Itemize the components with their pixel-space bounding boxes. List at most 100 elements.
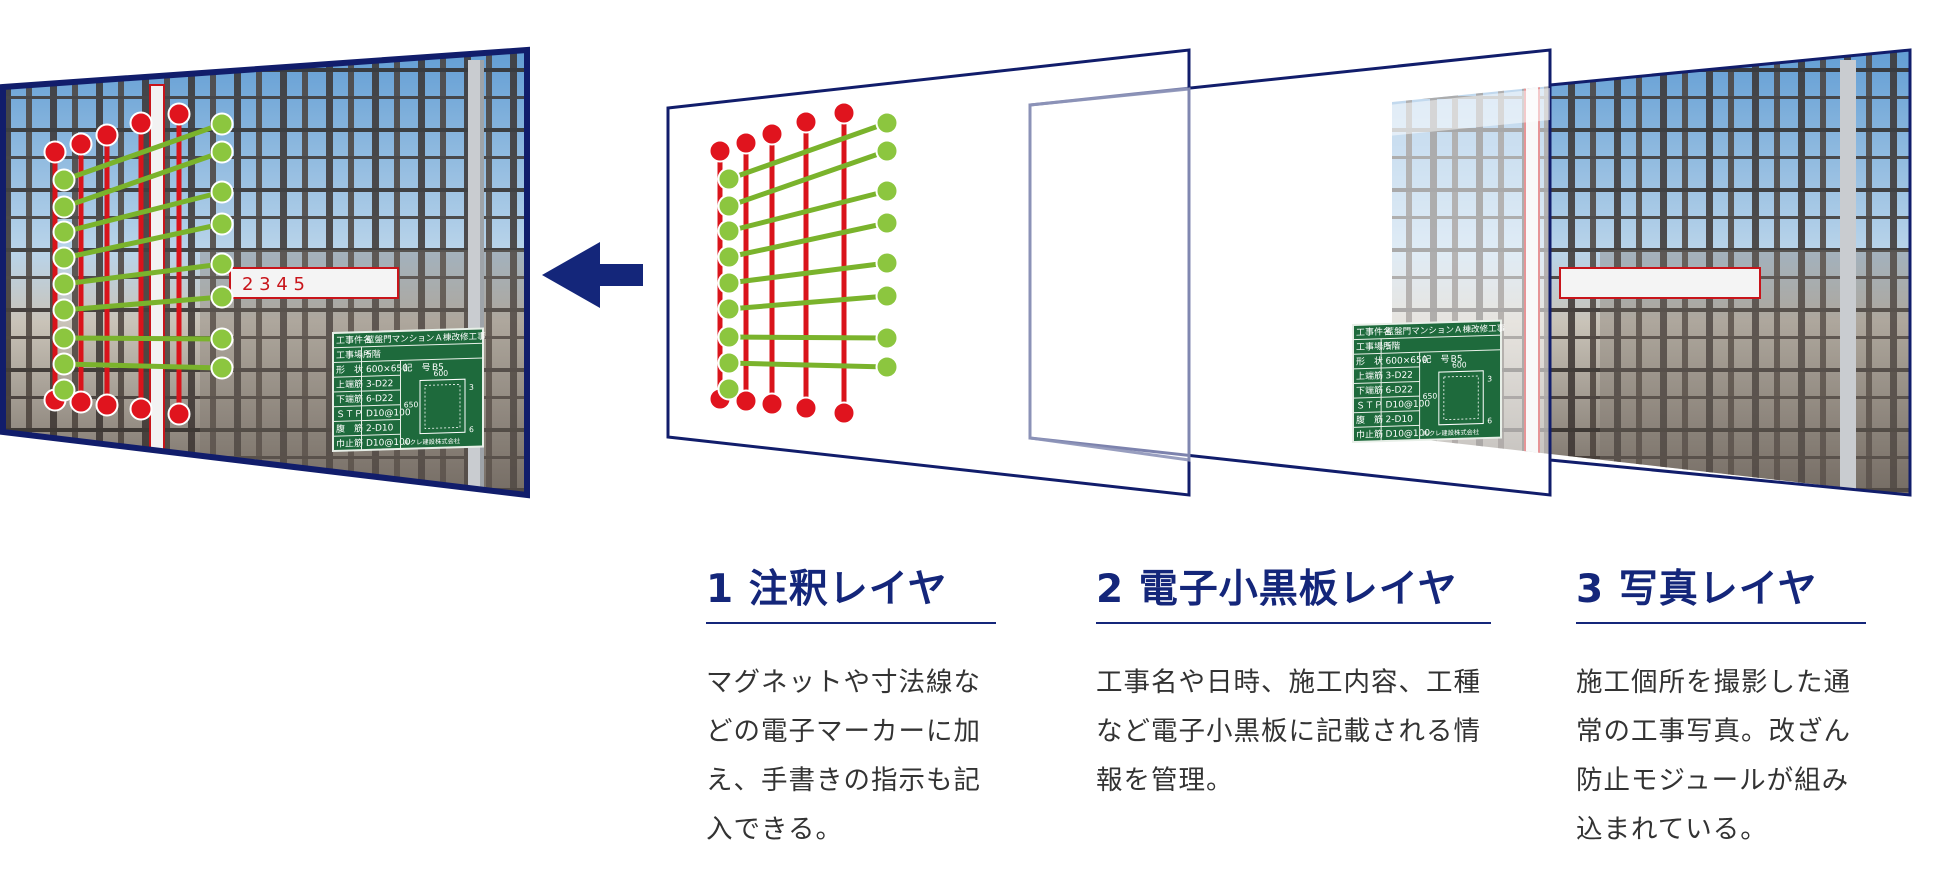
blackboard-label: 上端筋 [336,378,363,391]
dimension-label: 3 [1487,374,1492,383]
magnet-marker [719,169,740,190]
layer-title: 3 写真レイヤ [1576,558,1866,624]
magnet-marker [834,103,855,124]
blackboard-label: 下端筋 [336,393,363,406]
magnet-marker [212,287,233,308]
magnet-marker [762,394,783,415]
magnet-marker [97,395,118,416]
magnet-marker [877,181,898,202]
dimension-label: 6 [469,425,474,434]
blackboard-label: 上端筋 [1356,370,1383,383]
blackboard-label: ＳＴＰ [1356,401,1383,412]
blackboard-label: 形 状 [1356,355,1383,368]
magnet-marker [54,300,75,321]
blackboard-value: 3-D22 [366,379,393,390]
blackboard-label: 腹 筋 [1356,413,1383,426]
blackboard-value: D10@100 [366,408,411,419]
blackboard-value: 6-D22 [1386,385,1413,396]
magnet-marker [796,398,817,419]
magnet-marker [97,125,118,146]
magnet-marker [212,214,233,235]
blackboard-label: 腹 筋 [336,422,363,435]
svg-text:2 3 4 5: 2 3 4 5 [242,274,305,295]
blackboard-value: 5階 [1386,341,1401,352]
blackboard-value: 5階 [366,349,381,360]
blackboard-label: 下端筋 [1356,384,1383,397]
magnet-marker [719,247,740,268]
magnet-marker [719,196,740,217]
dimension-label: 600 [434,369,449,378]
blackboard-value: 2-D10 [366,423,394,434]
blackboard-label: 記 号 [404,361,431,374]
blackboard-value: 600×650 [366,364,408,375]
magnet-marker [71,134,92,155]
blackboard-value: 2-D10 [1386,414,1414,425]
magnet-marker [169,104,190,125]
magnet-marker [719,327,740,348]
magnet-marker [834,403,855,424]
magnet-marker [212,114,233,135]
layer-description: 施工個所を撮影した通常の工事写真。改ざん防止モジュールが組み込まれている。 [1576,658,1866,854]
blackboard-value: 6-D22 [366,394,393,405]
annotation-layer-panel [668,50,1189,495]
magnet-marker [877,357,898,378]
magnet-marker [719,221,740,242]
magnet-marker [212,142,233,163]
magnet-marker [719,273,740,294]
magnet-marker [212,254,233,275]
layer-title: 2 電子小黒板レイヤ [1096,558,1491,624]
magnet-marker [212,358,233,379]
magnet-marker [212,182,233,203]
magnet-marker [54,354,75,375]
magnet-marker [719,379,740,400]
magnet-marker [736,133,757,154]
blackboard-label: 巾止筋 [1356,428,1383,441]
blackboard-value: D10@100 [1386,399,1431,410]
dimension-label: 650 [404,400,419,409]
layer-title: 1 注釈レイヤ [706,558,996,624]
dimension-label: 3 [469,383,474,392]
magnet-marker [54,170,75,191]
magnet-marker [719,299,740,320]
blackboard-label: 形 状 [336,363,363,376]
magnet-marker [45,142,66,163]
magnet-marker [877,253,898,274]
magnet-marker [877,328,898,349]
magnet-marker [54,197,75,218]
magnet-marker [131,113,152,134]
layer-description: 工事名や日時、施工内容、工種など電子小黒板に記載される情報を管理。 [1096,658,1491,805]
dimension-line [64,338,222,339]
magnet-marker [796,112,817,133]
dimension-label: 650 [1423,392,1438,401]
magnet-marker [212,329,233,350]
magnet-marker [54,380,75,401]
magnet-marker [54,328,75,349]
magnet-marker [54,248,75,269]
layer-description: マグネットや寸法線などの電子マーカーに加え、手書きの指示も記入できる。 [706,658,996,854]
blackboard-value: 3-D22 [1386,371,1413,382]
blackboard-label: 巾止筋 [336,437,363,450]
blackboard-value: 600×650 [1386,356,1428,367]
magnet-marker [762,124,783,145]
dimension-line [729,337,887,338]
blackboard-label: ＳＴＰ [336,409,363,420]
magnet-marker [719,353,740,374]
magnet-marker [54,222,75,243]
layer-caption-photo: 3 写真レイヤ 施工個所を撮影した通常の工事写真。改ざん防止モジュールが組み込ま… [1576,558,1866,854]
dimension-label: 600 [1452,360,1467,369]
magnet-marker [710,141,731,162]
magnet-marker [131,399,152,420]
left-arrow-icon [542,242,643,308]
layer-caption-blackboard: 2 電子小黒板レイヤ 工事名や日時、施工内容、工種など電子小黒板に記載される情報… [1096,558,1491,805]
magnet-marker [877,286,898,307]
magnet-marker [877,141,898,162]
magnet-marker [877,213,898,234]
magnet-marker [877,113,898,134]
dimension-label: 6 [1487,416,1492,425]
magnet-marker [169,404,190,425]
blackboard-label: 記 号 [1423,353,1450,366]
layer-caption-annotation: 1 注釈レイヤ マグネットや寸法線などの電子マーカーに加え、手書きの指示も記入で… [706,558,996,854]
